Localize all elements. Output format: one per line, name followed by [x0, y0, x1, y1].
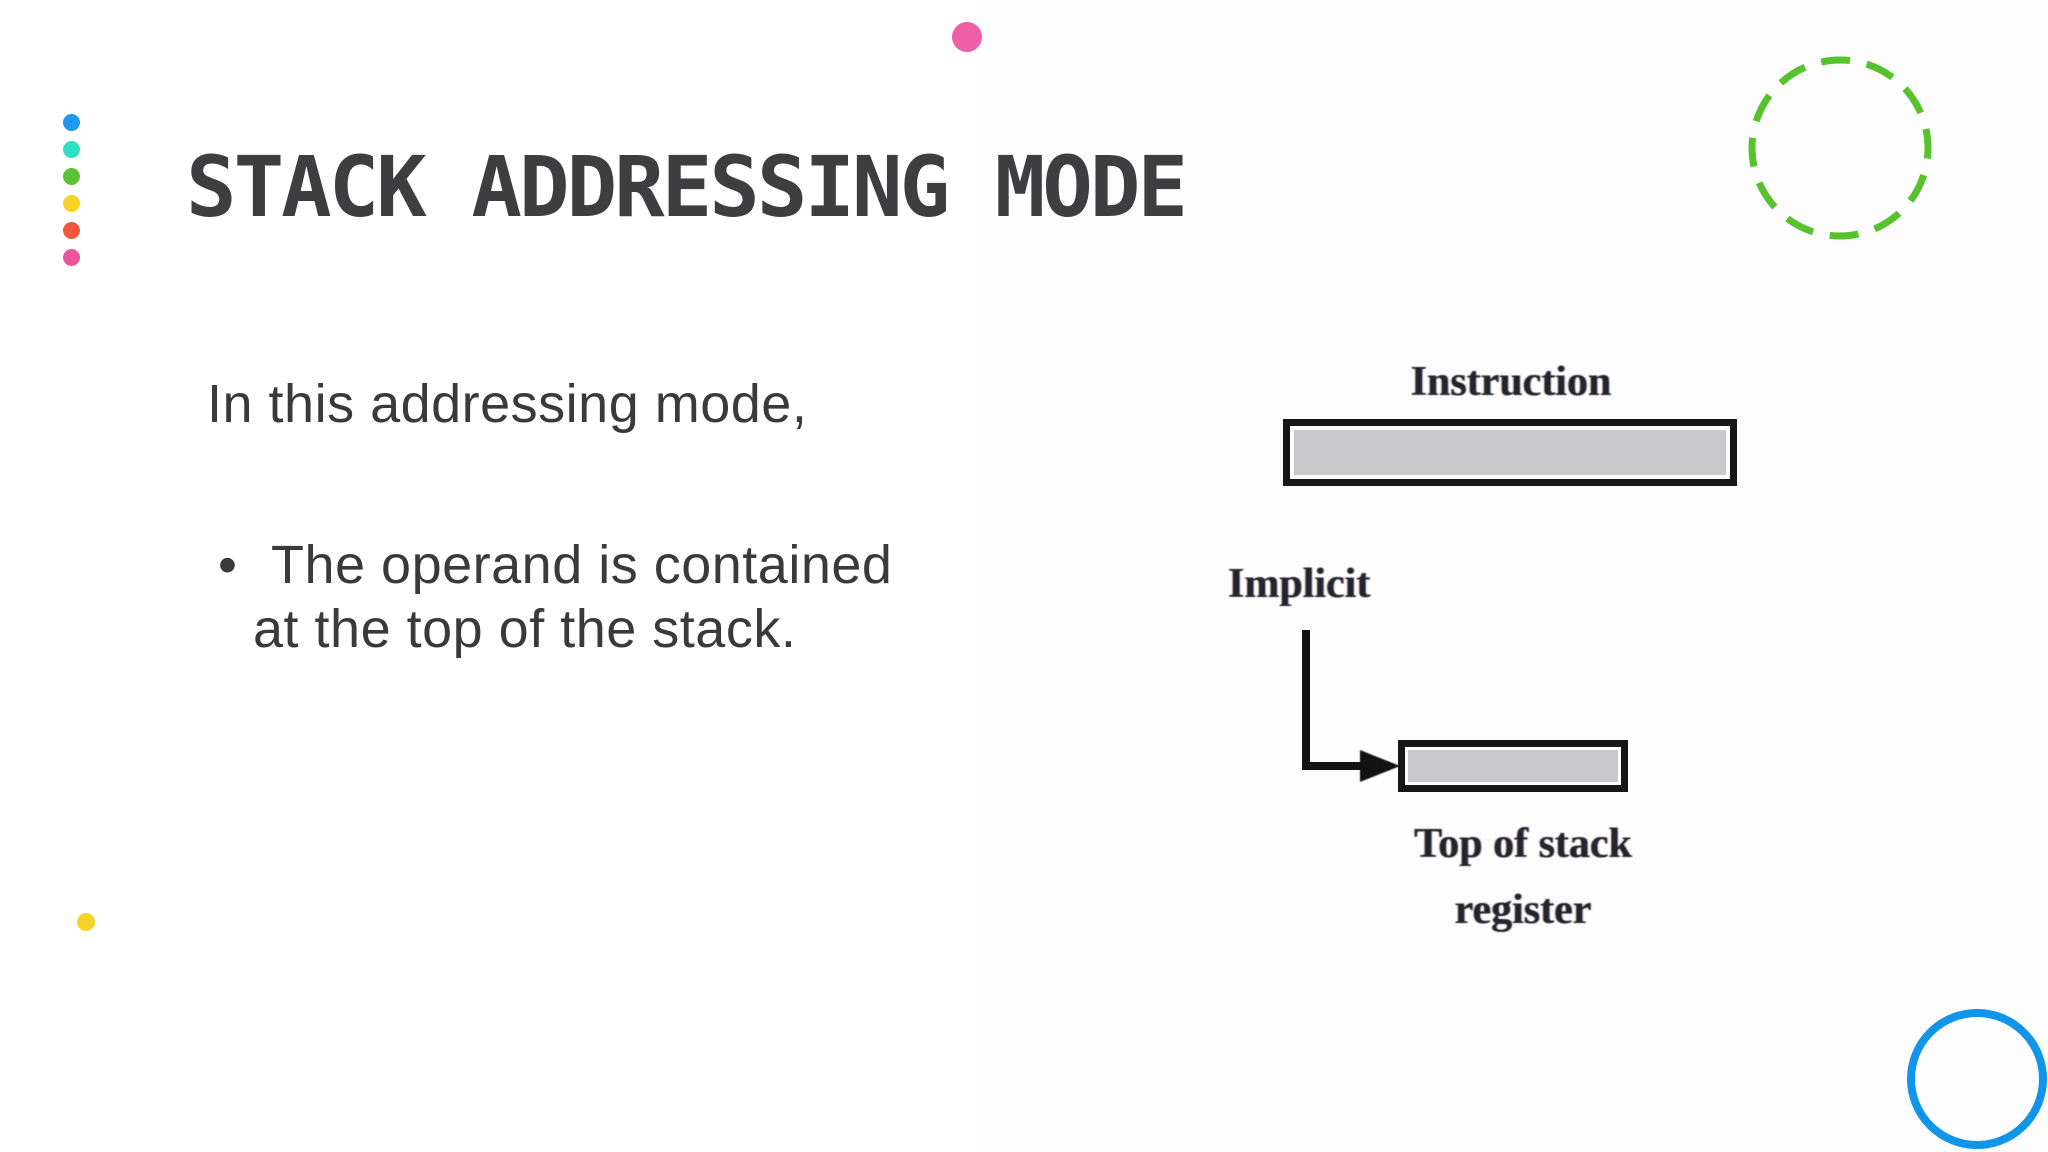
outline-circle-stroke: [1907, 1009, 2047, 1149]
decor-dot: [63, 141, 80, 158]
outline-circle-decoration: [1907, 1009, 2047, 1149]
decor-dot: [63, 222, 80, 239]
bullet-text-line2: at the top of the stack.: [253, 599, 797, 659]
diagram-top-of-stack-label: Top of stack register: [1373, 811, 1673, 943]
intro-text: In this addressing mode,: [207, 374, 808, 434]
decor-dot: [63, 168, 80, 185]
right-image-panel: [975, 0, 2048, 1152]
diagram-top-of-stack-box-fill: [1408, 750, 1618, 782]
diagram-top-of-stack-box: [1398, 740, 1628, 792]
slide-title: STACK ADDRESSING MODE: [186, 138, 1188, 236]
diagram-instruction-box-fill: [1294, 430, 1726, 475]
decor-dot: [63, 195, 80, 212]
dashed-circle-stroke: [1748, 56, 1932, 240]
diagram-instruction-box: [1283, 419, 1737, 486]
diagram-arrow-vertical-segment: [1302, 630, 1310, 770]
diagram-arrowhead-icon: [1360, 750, 1400, 782]
decor-dot: [63, 249, 80, 266]
pink-dot-decoration: [952, 22, 982, 52]
decor-dot: [63, 114, 80, 131]
diagram-arrow-horizontal-segment: [1302, 762, 1390, 770]
left-dots: [63, 114, 80, 266]
yellow-dot-decoration: [77, 913, 95, 931]
dashed-circle-decoration: [1748, 56, 1932, 240]
diagram-top-of-stack-label-line2: register: [1454, 887, 1592, 933]
bullet-marker: •: [218, 535, 238, 595]
diagram-top-of-stack-label-line1: Top of stack: [1414, 821, 1632, 867]
diagram-instruction-label: Instruction: [1410, 359, 1612, 405]
bullet-text-line1: The operand is contained: [271, 535, 893, 595]
diagram-implicit-label: Implicit: [1228, 561, 1371, 607]
